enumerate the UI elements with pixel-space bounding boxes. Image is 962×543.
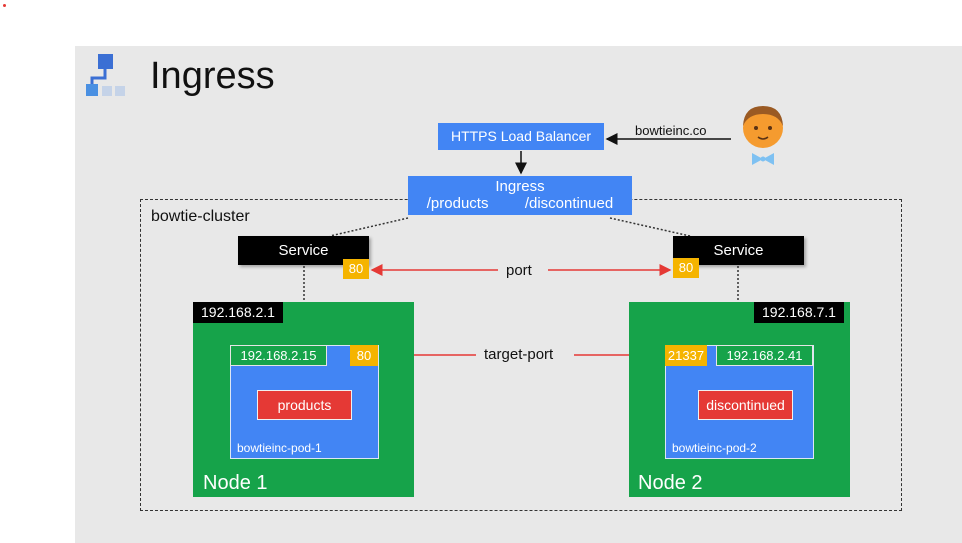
pod-2-name: bowtieinc-pod-2 xyxy=(672,441,757,455)
ingress-to-service-left xyxy=(329,217,409,237)
pod-1-name: bowtieinc-pod-1 xyxy=(237,441,322,455)
target-port-label: target-port xyxy=(484,346,554,363)
port-label: port xyxy=(506,262,532,279)
ingress-paths: /products /discontinued xyxy=(408,195,632,212)
ingress-label: Ingress xyxy=(495,178,545,195)
pod-2-ip: 192.168.2.41 xyxy=(716,345,813,366)
ingress-to-service-right xyxy=(609,217,691,237)
ingress-logo-icon xyxy=(86,54,125,96)
user-domain-label: bowtieinc.co xyxy=(635,123,707,138)
node-1-name: Node 1 xyxy=(203,472,268,494)
app-products: products xyxy=(257,390,352,420)
node-2-ip: 192.168.7.1 xyxy=(754,302,844,323)
ingress-path-products: /products xyxy=(426,195,489,212)
load-balancer-box: HTTPS Load Balancer xyxy=(438,123,604,150)
ingress-path-discontinued: /discontinued xyxy=(524,195,614,212)
app-discontinued: discontinued xyxy=(698,390,793,420)
pod-2-port: 21337 xyxy=(665,345,707,366)
user-avatar-icon xyxy=(743,106,783,165)
pod-1-port: 80 xyxy=(350,345,378,366)
node-1-ip: 192.168.2.1 xyxy=(193,302,283,323)
pod-1-ip: 192.168.2.15 xyxy=(230,345,327,366)
node-2-name: Node 2 xyxy=(638,472,703,494)
service-left-port: 80 xyxy=(343,259,369,279)
page-title: Ingress xyxy=(150,55,275,97)
service-right-port: 80 xyxy=(673,258,699,278)
cluster-label: bowtie-cluster xyxy=(151,208,250,225)
ingress-box: Ingress /products /discontinued xyxy=(408,176,632,215)
red-dot xyxy=(3,4,6,7)
